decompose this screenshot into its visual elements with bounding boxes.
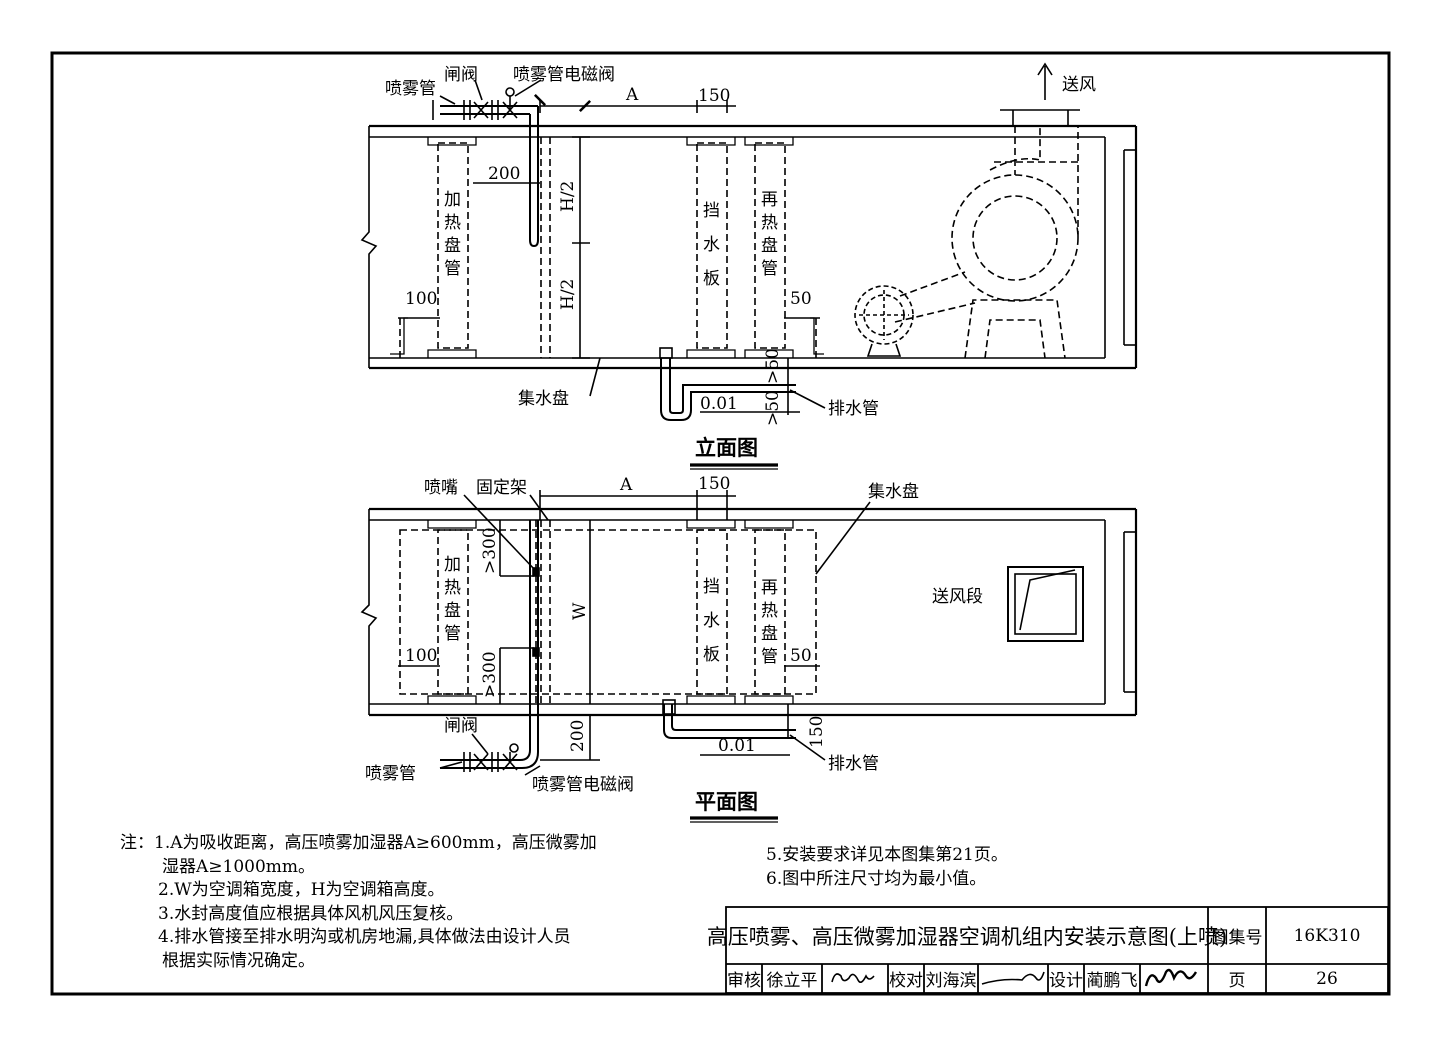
plan-drain-pipe-label: 排水管 (828, 754, 879, 774)
elev-drain-pan-label: 集水盘 (518, 389, 569, 409)
designer-name: 蔺鹏飞 (1086, 971, 1138, 991)
note-line-4: 3.水封高度值应根据具体风机风压复核。 (158, 903, 464, 924)
elev-solenoid-valve-label: 喷雾管电磁阀 (513, 65, 615, 85)
plan-supply-section-label: 送风段 (932, 587, 983, 607)
plan-nozzle-label: 喷嘴 (424, 478, 458, 498)
elev-heating-coil-3: 盘 (444, 236, 461, 256)
check-label: 校对 (889, 971, 923, 991)
plan-solenoid-valve-label: 喷雾管电磁阀 (532, 775, 634, 795)
review-label: 审核 (727, 971, 761, 991)
plan-fixing-frame-label: 固定架 (476, 478, 527, 498)
elev-dim-200: 200 (488, 164, 520, 184)
note-line-2: 湿器A≥1000mm。 (162, 856, 316, 877)
note-line-3: 2.W为空调箱宽度，H为空调箱高度。 (158, 880, 445, 900)
plan-heating-coil-4: 管 (444, 624, 461, 644)
plan-dim-gt300-b: >300 (480, 651, 500, 698)
reviewer-signature (831, 973, 875, 984)
plan-heating-coil-2: 热 (444, 578, 461, 598)
note-line-8: 6.图中所注尺寸均为最小值。 (766, 868, 987, 889)
elev-reheat-coil-2: 热 (761, 213, 778, 233)
checker-name: 刘海滨 (925, 971, 977, 991)
plan-heating-coil-3: 盘 (444, 601, 461, 621)
elev-baffle-1: 挡 (703, 201, 720, 221)
note-line-6: 根据实际情况确定。 (162, 950, 315, 971)
plan-spray-pipe-label: 喷雾管 (365, 764, 416, 784)
elev-dim-h2-top: H/2 (558, 181, 578, 212)
plan-dim-slope: 0.01 (718, 736, 756, 756)
plan-dim-w: W (570, 602, 590, 620)
elev-dim-a: A (625, 85, 639, 105)
plan-gate-valve-label: 闸阀 (444, 716, 478, 736)
elev-dim-h2-bottom: H/2 (558, 279, 578, 310)
plan-dim-50: 50 (790, 646, 812, 666)
elev-dim-slope: 0.01 (700, 394, 738, 414)
elev-heating-coil-4: 管 (444, 259, 461, 279)
plan-heating-coil-1: 加 (444, 555, 461, 575)
elev-heating-coil-2: 热 (444, 213, 461, 233)
plan-caption: 平面图 (695, 789, 758, 814)
designer-signature (1144, 968, 1198, 987)
elev-reheat-coil-1: 再 (761, 190, 778, 210)
elev-dim-gt50-b: >50 (763, 390, 783, 426)
plan-dim-a: A (619, 475, 633, 495)
plan-reheat-coil-3: 盘 (761, 624, 778, 644)
notes-left: 注：1.A为吸收距离，高压喷雾加湿器A≥600mm，高压微雾加 湿器A≥1000… (120, 832, 597, 973)
atlas-number: 16K310 (1293, 925, 1361, 946)
plan-dim-gt300-a: >300 (480, 527, 500, 574)
elev-supply-air-label: 送风 (1062, 75, 1096, 95)
atlas-label: 图集号 (1211, 928, 1263, 948)
title-block: 高压喷雾、高压微雾加湿器空调机组内安装示意图(上喷) 图集号 16K310 审核… (706, 907, 1388, 993)
elev-gate-valve-label: 闸阀 (444, 65, 478, 85)
plan-reheat-coil-2: 热 (761, 601, 778, 621)
note-line-5: 4.排水管接至排水明沟或机房地漏,具体做法由设计人员 (158, 927, 571, 947)
note-line-1: 注：1.A为吸收距离，高压喷雾加湿器A≥600mm，高压微雾加 (120, 833, 597, 853)
note-line-7: 5.安装要求详见本图集第21页。 (766, 845, 1008, 865)
plan-baffle-2: 水 (703, 611, 720, 631)
elev-drain-pipe-label: 排水管 (828, 399, 879, 419)
plan-baffle-3: 板 (703, 645, 720, 665)
plan-view (360, 490, 1138, 776)
plan-dim-150b: 150 (807, 716, 827, 748)
reviewer-name: 徐立平 (766, 971, 818, 991)
elev-spray-pipe-label: 喷雾管 (385, 79, 436, 99)
elev-reheat-coil-3: 盘 (761, 236, 778, 256)
drawing-title: 高压喷雾、高压微雾加湿器空调机组内安装示意图(上喷) (706, 924, 1228, 949)
elev-baffle-3: 板 (703, 269, 720, 289)
sheet-frame (50, 51, 1391, 996)
elevation-view (360, 62, 1138, 421)
page-number: 26 (1316, 968, 1338, 989)
elev-dim-150: 150 (698, 86, 730, 106)
elev-reheat-coil-4: 管 (761, 259, 778, 279)
plan-drain-pan-label: 集水盘 (868, 482, 919, 502)
plan-reheat-coil-4: 管 (761, 647, 778, 667)
page-label: 页 (1228, 971, 1246, 991)
elev-baffle-2: 水 (703, 235, 720, 255)
title-block-grid (725, 906, 1389, 994)
plan-dim-200: 200 (568, 720, 588, 752)
notes-right: 5.安装要求详见本图集第21页。 6.图中所注尺寸均为最小值。 (766, 844, 1008, 891)
elev-dim-50: 50 (790, 289, 812, 309)
elev-heating-coil-1: 加 (444, 190, 461, 210)
elev-dim-gt50-a: >50 (763, 348, 783, 384)
plan-baffle-1: 挡 (703, 577, 720, 597)
elev-dim-100: 100 (405, 289, 437, 309)
elevation-caption: 立面图 (695, 435, 758, 460)
plan-dim-150: 150 (698, 474, 730, 494)
design-label: 设计 (1049, 971, 1083, 991)
checker-signature (981, 971, 1045, 985)
plan-dim-100: 100 (405, 646, 437, 666)
plan-reheat-coil-1: 再 (761, 578, 778, 598)
